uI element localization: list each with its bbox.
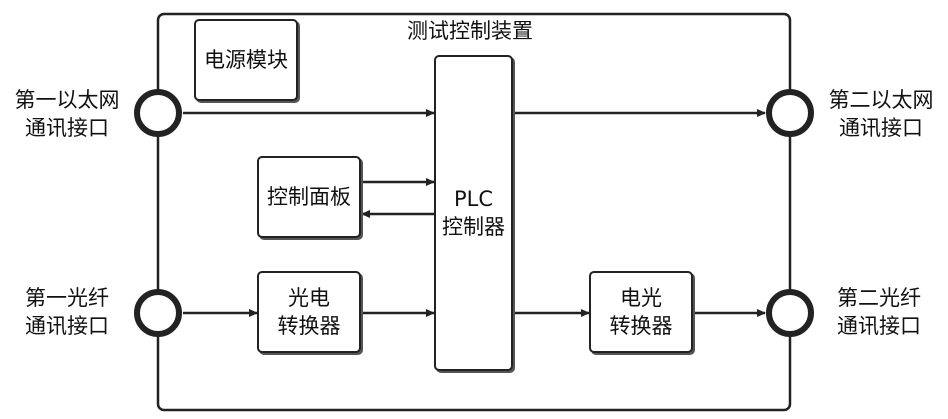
port-eth1-label: 第一以太网 通讯接口 bbox=[2, 86, 132, 142]
port-fiber2-connector bbox=[766, 289, 814, 337]
power-module-label: 电源模块 bbox=[204, 48, 288, 72]
device-enclosure bbox=[156, 12, 792, 412]
electrical-optical-converter: 电光 转换器 bbox=[589, 271, 693, 353]
port-fiber2-label: 第二光纤 通讯接口 bbox=[820, 284, 938, 340]
port-eth1-label-line1: 第一以太网 bbox=[14, 88, 120, 112]
device-title: 测试控制装置 bbox=[407, 19, 533, 43]
plc-label-line2: 控制器 bbox=[442, 215, 505, 239]
port-fiber1-label: 第一光纤 通讯接口 bbox=[8, 284, 126, 340]
port-eth2-label: 第二以太网 通讯接口 bbox=[816, 86, 946, 142]
power-module: 电源模块 bbox=[194, 19, 298, 101]
control-panel-label: 控制面板 bbox=[267, 185, 351, 209]
port-fiber1-connector bbox=[134, 289, 182, 337]
port-fiber2-label-line1: 第二光纤 bbox=[837, 286, 921, 310]
plc-controller-label: PLC 控制器 bbox=[436, 185, 511, 241]
eo-label-line1: 电光 bbox=[620, 286, 662, 310]
port-fiber1-label-line2: 通讯接口 bbox=[25, 314, 109, 338]
plc-label-line1: PLC bbox=[453, 187, 494, 211]
optical-electrical-converter: 光电 转换器 bbox=[257, 271, 361, 353]
port-fiber1-label-line1: 第一光纤 bbox=[25, 286, 109, 310]
oe-label-line2: 转换器 bbox=[277, 314, 341, 338]
oe-label-line1: 光电 bbox=[288, 286, 330, 310]
port-eth1-connector bbox=[134, 89, 182, 137]
oe-converter-label: 光电 转换器 bbox=[259, 284, 359, 340]
plc-controller: PLC 控制器 bbox=[434, 55, 513, 371]
port-eth1-label-line2: 通讯接口 bbox=[25, 116, 109, 140]
port-eth2-label-line1: 第二以太网 bbox=[828, 88, 934, 112]
eo-converter-label: 电光 转换器 bbox=[591, 284, 691, 340]
control-panel: 控制面板 bbox=[257, 156, 361, 238]
eo-label-line2: 转换器 bbox=[609, 314, 673, 338]
port-eth2-connector bbox=[766, 89, 814, 137]
port-fiber2-label-line2: 通讯接口 bbox=[837, 314, 921, 338]
port-eth2-label-line2: 通讯接口 bbox=[839, 116, 923, 140]
